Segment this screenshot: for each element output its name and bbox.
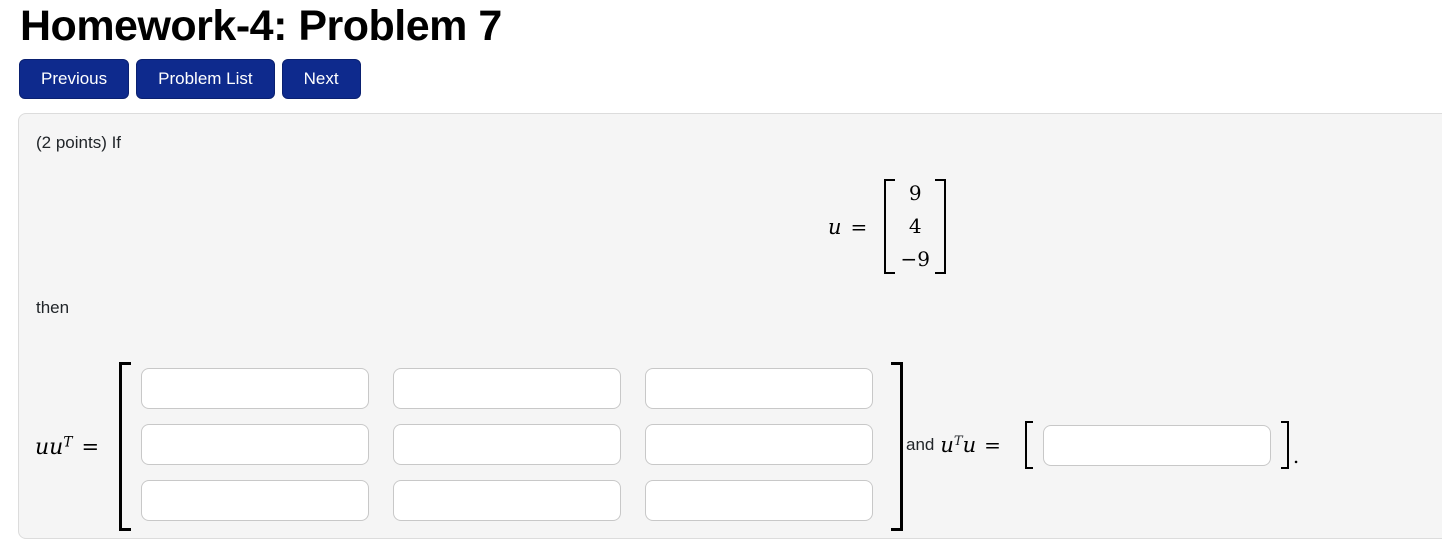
uTu-u-second: u	[962, 432, 977, 457]
vector-value-3: −9	[900, 247, 931, 271]
uuT-expression-label: uuT =	[35, 434, 100, 461]
matrix-input-r1c3[interactable]	[645, 368, 873, 409]
vector-open-bracket	[884, 179, 896, 274]
page-title: Homework-4: Problem 7	[20, 2, 502, 50]
matrix-input-r2c2[interactable]	[393, 424, 621, 465]
scalar-open-bracket	[1024, 421, 1033, 469]
uTu-expression-label: uTu	[940, 433, 976, 458]
vector-values: 9 4 −9	[895, 177, 935, 276]
matrix-input-r3c3[interactable]	[645, 480, 873, 521]
uuT-base: uu	[35, 435, 64, 460]
vector-close-bracket	[935, 179, 947, 274]
vector-value-2: 4	[908, 214, 922, 238]
equals-sign: =	[850, 214, 868, 239]
problem-nav: Previous Problem List Next	[19, 59, 361, 99]
then-text: then	[36, 298, 70, 317]
u-definition-equation: u = 9 4 −9	[828, 177, 947, 276]
uTu-u-first: u	[940, 432, 954, 457]
next-button[interactable]: Next	[281, 59, 361, 99]
period-text: .	[1292, 444, 1300, 468]
problem-list-button[interactable]: Problem List	[136, 59, 275, 99]
matrix-open-bracket	[119, 362, 131, 531]
uTu-superscript: T	[953, 433, 963, 449]
matrix-answer-grid	[141, 368, 873, 521]
uuT-superscript: T	[63, 434, 73, 451]
matrix-input-r3c2[interactable]	[393, 480, 621, 521]
problem-intro-text: (2 points) If	[36, 133, 122, 152]
previous-button[interactable]: Previous	[19, 59, 130, 99]
matrix-input-r1c2[interactable]	[393, 368, 621, 409]
scalar-close-bracket	[1280, 421, 1289, 469]
u-symbol: u	[828, 214, 842, 239]
uTu-equation: and uTu = .	[906, 417, 1299, 473]
vector-value-1: 9	[908, 181, 922, 205]
matrix-input-r2c3[interactable]	[645, 424, 873, 465]
problem-panel: (2 points) If u = 9 4 −9 then uuT= and u…	[18, 113, 1442, 539]
matrix-input-r3c1[interactable]	[141, 480, 369, 521]
and-text: and	[906, 435, 935, 454]
matrix-close-bracket	[891, 362, 903, 531]
uTu-answer-input[interactable]	[1042, 424, 1271, 466]
equals-sign: =	[984, 433, 1001, 457]
matrix-input-r1c1[interactable]	[141, 368, 369, 409]
matrix-input-r2c1[interactable]	[141, 424, 369, 465]
equals-sign: =	[81, 435, 100, 459]
